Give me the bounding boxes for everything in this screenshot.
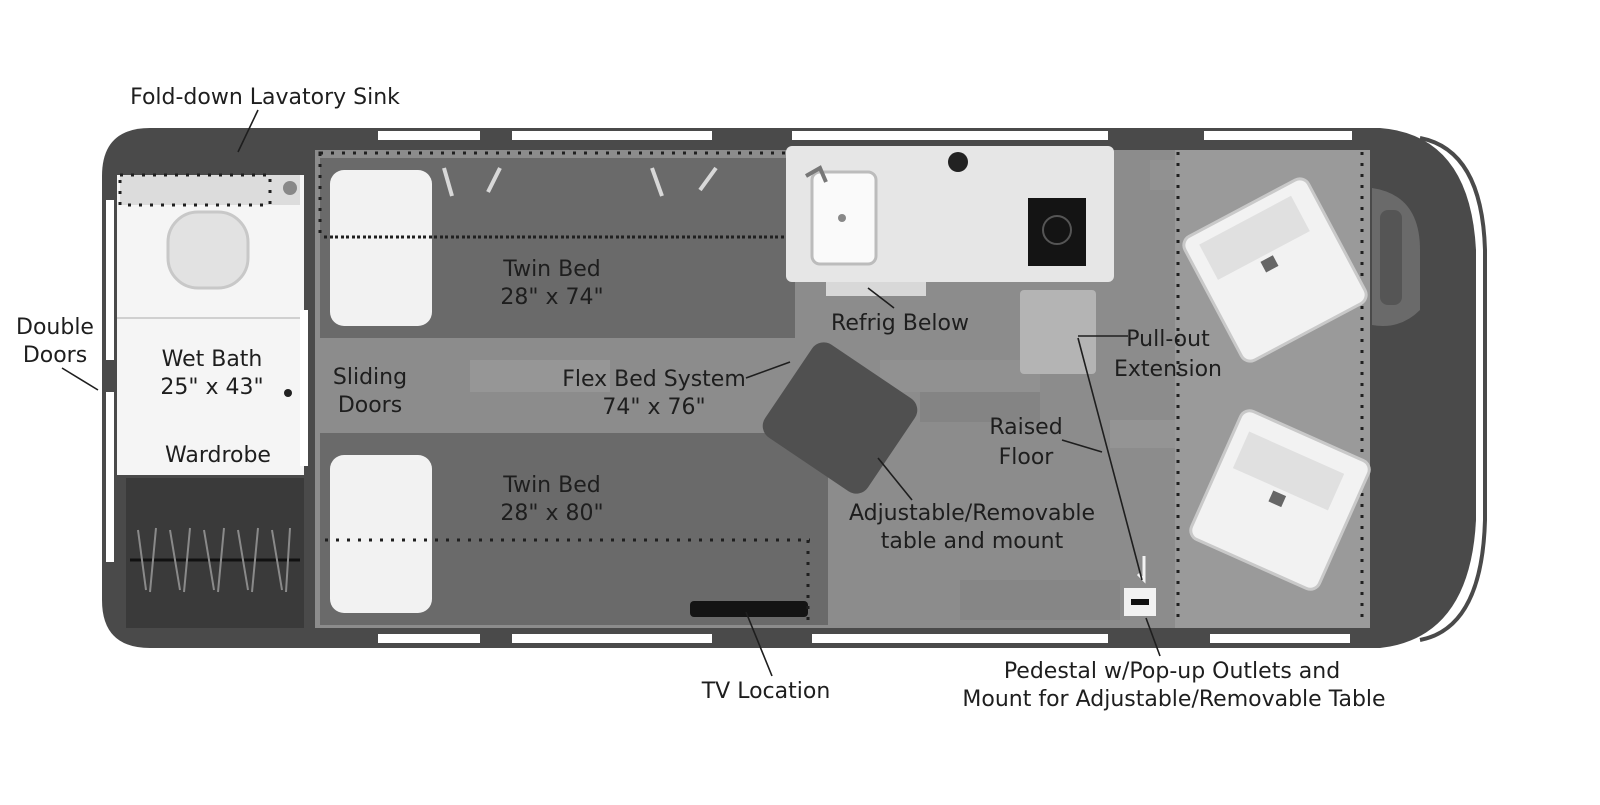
label-tv-location: TV Location — [701, 679, 831, 704]
label-twin-bed-top-line1: Twin Bed — [502, 257, 600, 282]
wardrobe — [126, 478, 304, 628]
pillow-top — [330, 170, 432, 326]
seat-belts-top — [442, 166, 718, 197]
tv-mount — [690, 601, 808, 617]
labels: Fold-down Lavatory Sink Double Doors Twi… — [16, 85, 1386, 712]
galley-faucet — [805, 165, 828, 183]
dash-vent — [1380, 210, 1402, 305]
label-sliding-doors-line1: Sliding — [333, 365, 407, 390]
label-adjustable-table-line2: table and mount — [881, 529, 1064, 554]
label-pedestal-line2: Mount for Adjustable/Removable Table — [962, 687, 1385, 712]
label-wet-bath-line1: Wet Bath — [162, 347, 263, 372]
label-wet-bath-line2: 25" x 43" — [160, 375, 263, 400]
windows — [106, 131, 1352, 643]
cab-seat-top — [1182, 177, 1368, 363]
label-sliding-doors-line2: Doors — [338, 393, 402, 418]
pull-out-extension — [1020, 290, 1096, 374]
label-twin-bed-bottom-line1: Twin Bed — [502, 473, 600, 498]
label-twin-bed-bottom-line2: 28" x 80" — [500, 501, 603, 526]
label-flex-bed-line1: Flex Bed System — [562, 367, 746, 392]
label-pedestal-line1: Pedestal w/Pop-up Outlets and — [1004, 659, 1340, 684]
lavatory-sink — [120, 175, 300, 205]
label-wardrobe: Wardrobe — [165, 443, 271, 468]
induction-cooktop — [1028, 198, 1086, 266]
label-double-doors-line2: Doors — [23, 343, 87, 368]
cab-seat-bottom — [1189, 409, 1371, 591]
pillow-bottom — [330, 455, 432, 613]
label-pull-out-line2: Extension — [1114, 357, 1222, 382]
windshield-outline — [1419, 136, 1487, 642]
wardrobe-hangers — [137, 527, 291, 593]
galley-outlet — [948, 152, 968, 172]
label-raised-floor-line1: Raised — [989, 415, 1062, 440]
label-twin-bed-top-line2: 28" x 74" — [500, 285, 603, 310]
refrigerator-vent — [826, 282, 926, 296]
label-raised-floor-line2: Floor — [999, 445, 1055, 470]
bath-drain — [284, 389, 292, 397]
label-refrig-below: Refrig Below — [831, 311, 969, 336]
adjustable-table — [762, 342, 918, 494]
toilet — [166, 210, 250, 290]
label-double-doors-line1: Double — [16, 315, 94, 340]
label-adjustable-table-line1: Adjustable/Removable — [849, 501, 1095, 526]
label-pull-out-line1: Pull-out — [1126, 327, 1210, 352]
label-flex-bed-line2: 74" x 76" — [602, 395, 705, 420]
leader-lines — [61, 109, 1161, 677]
sink-faucet — [283, 181, 297, 195]
label-fold-down-lavatory-sink: Fold-down Lavatory Sink — [130, 85, 400, 110]
